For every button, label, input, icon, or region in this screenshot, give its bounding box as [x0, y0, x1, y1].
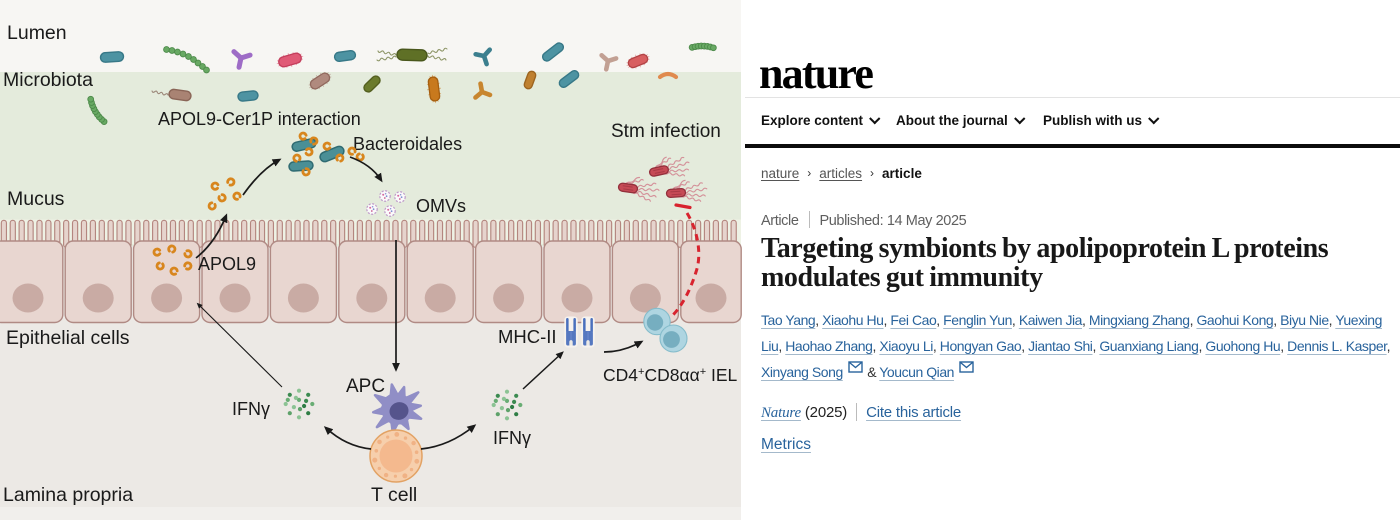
svg-text:Stm infection: Stm infection: [611, 121, 721, 142]
svg-text:Lamina propria: Lamina propria: [3, 484, 133, 506]
svg-text:APC: APC: [346, 376, 385, 397]
svg-text:MHC-II: MHC-II: [498, 326, 557, 347]
svg-text:APOL9-Cer1P interaction: APOL9-Cer1P interaction: [158, 109, 361, 129]
svg-text:T cell: T cell: [371, 484, 417, 506]
svg-text:APOL9: APOL9: [198, 254, 256, 274]
svg-text:Bacteroidales: Bacteroidales: [353, 134, 462, 154]
svg-text:CD4+CD8αα+ IEL: CD4+CD8αα+ IEL: [603, 365, 738, 385]
svg-text:Microbiota: Microbiota: [3, 69, 93, 91]
svg-text:IFNγ: IFNγ: [232, 399, 270, 419]
svg-text:Lumen: Lumen: [7, 22, 67, 44]
svg-text:IFNγ: IFNγ: [493, 428, 531, 448]
svg-text:OMVs: OMVs: [416, 196, 466, 216]
svg-text:Mucus: Mucus: [7, 188, 65, 210]
svg-text:Epithelial cells: Epithelial cells: [6, 327, 130, 349]
